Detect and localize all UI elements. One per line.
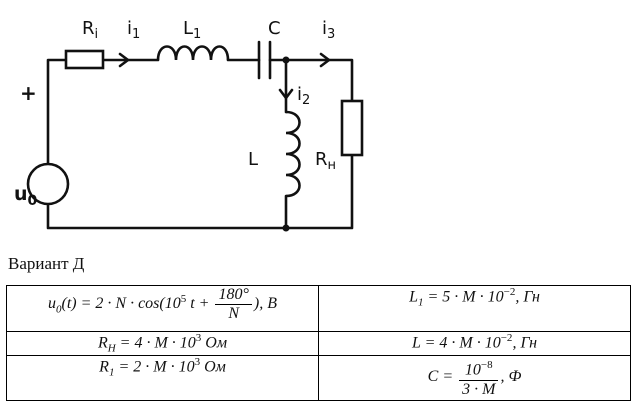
top-wire-left [46,58,68,166]
arrow-i3-icon [319,52,331,68]
cell-r1: R1 = 2 · M · 103 Ом [6,354,319,401]
resistor-ri [64,49,105,70]
parameters-table: u0(t) = 2 · N · cos(105 t + 180°N), B L1… [6,285,631,401]
resistor-rn [340,99,364,157]
cell-u0: u0(t) = 2 · N · cos(105 t + 180°N), B [6,285,319,332]
label-i3: i3 [322,18,335,42]
label-ri: Ri [82,18,98,42]
inductor-l [285,110,301,198]
voltage-source [26,162,70,206]
junction-top [282,56,290,64]
circuit-diagram: Ri i1 L1 C i3 i2 L Rн + u0 [14,18,364,232]
inductor-l1 [156,45,230,61]
junction-bottom [282,224,290,232]
cell-l1: L1 = 5 · M · 10−2, Гн [318,285,631,332]
label-l1: L1 [183,18,201,42]
wire-rn-bottom [46,153,354,230]
label-i1: i1 [127,18,140,42]
label-l: L [248,149,258,170]
cell-rh: RH = 4 · M · 103 Ом [6,331,319,356]
variant-heading: Вариант Д [8,254,85,273]
label-rn: Rн [315,149,336,173]
label-i2: i2 [297,84,310,108]
table-row: u0(t) = 2 · N · cos(105 t + 180°N), B L1… [6,285,631,332]
label-u0: u0 [14,183,38,209]
cell-l: L = 4 · M · 10−2, Гн [318,331,631,356]
table-row: RH = 4 · M · 103 Ом L = 4 · M · 10−2, Гн [6,331,631,356]
u0-fraction: 180°N [215,286,252,323]
label-c: C [268,18,281,39]
arrow-i2-icon [278,88,294,100]
label-plus: + [20,81,37,105]
wire-c-to-junction [268,58,354,103]
arrow-i1-icon [118,52,130,68]
